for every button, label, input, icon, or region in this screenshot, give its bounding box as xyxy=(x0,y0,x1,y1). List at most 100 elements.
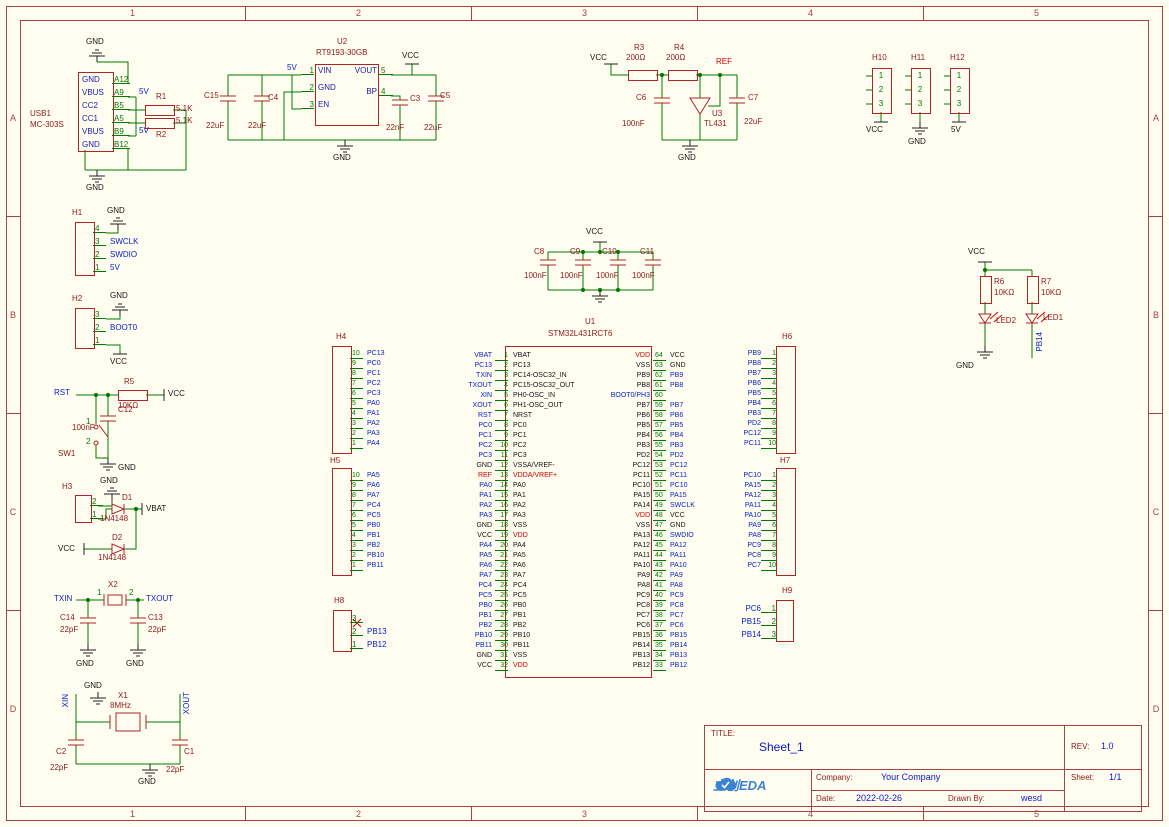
u1-pin-row[interactable]: PB10 29 PB10 xyxy=(446,631,636,641)
header-pin-row[interactable]: PC9 8 xyxy=(728,541,776,551)
h12-body[interactable] xyxy=(950,68,970,114)
sheet-title[interactable]: Sheet_1 xyxy=(759,740,804,754)
u1-pin-row[interactable]: PB6 58 PB6 xyxy=(519,411,724,421)
header-pin-row[interactable]: PC10 1 xyxy=(728,471,776,481)
header-pin-row[interactable]: 3 xyxy=(950,96,968,110)
u1-pin-row[interactable]: PB14 35 PB14 xyxy=(519,641,724,651)
header-pin-row[interactable]: 3 SWCLK xyxy=(93,235,138,248)
h6-body[interactable] xyxy=(776,346,796,454)
u1-pin-row[interactable]: VCC 32 VDD xyxy=(446,661,636,671)
u1-pin-row[interactable]: PC13 2 PC13 xyxy=(446,361,636,371)
header-pin-row[interactable]: 2 xyxy=(950,82,968,96)
header-pin-row[interactable]: PC7 10 xyxy=(728,561,776,571)
u1-pin-row[interactable]: PB15 36 PB15 xyxy=(519,631,724,641)
header-pin-row[interactable]: PA15 2 xyxy=(728,481,776,491)
company-value[interactable]: Your Company xyxy=(881,772,941,782)
u1-pin-row[interactable]: PA14 49 SWCLK xyxy=(519,501,724,511)
u1-pin-row[interactable]: PA1 15 PA1 xyxy=(446,491,636,501)
header-pin-row[interactable]: 4 PA1 xyxy=(350,409,385,419)
header-pin-row[interactable]: PC8 9 xyxy=(728,551,776,561)
header-pin-row[interactable]: 4 PB1 xyxy=(350,531,384,541)
header-pin-row[interactable]: PB9 1 xyxy=(728,349,776,359)
header-pin-row[interactable]: 10 PA5 xyxy=(350,471,384,481)
u1-pin-row[interactable]: PB12 33 PB12 xyxy=(519,661,724,671)
header-pin-row[interactable]: 2 PB10 xyxy=(350,551,384,561)
u2-pin-row[interactable]: 1 VIN xyxy=(301,62,336,79)
r3-body[interactable] xyxy=(628,70,658,81)
u1-pin-row[interactable]: PC6 37 PC6 xyxy=(519,621,724,631)
header-pin-row[interactable]: PB7 3 xyxy=(728,369,776,379)
u1-pin-row[interactable]: PA2 16 PA2 xyxy=(446,501,636,511)
header-pin-row[interactable]: 2 SWDIO xyxy=(93,248,138,261)
usb-pin-row[interactable]: CC1 A5 xyxy=(80,112,130,125)
header-pin-row[interactable]: 1 xyxy=(93,334,137,347)
u1-pin-row[interactable]: PC5 25 PC5 xyxy=(446,591,636,601)
u1-pin-row[interactable]: PB0 26 PB0 xyxy=(446,601,636,611)
header-pin-row[interactable]: PB8 2 xyxy=(728,359,776,369)
h1-body[interactable] xyxy=(75,222,95,276)
u1-pin-row[interactable]: PC9 40 PC9 xyxy=(519,591,724,601)
r5-body[interactable] xyxy=(118,390,148,401)
u1-pin-row[interactable]: VDD 48 VCC xyxy=(519,511,724,521)
header-pin-row[interactable]: 5 PB0 xyxy=(350,521,384,531)
u1-pin-row[interactable]: PA9 42 PA9 xyxy=(519,571,724,581)
u2-pin-row[interactable]: BP 4 xyxy=(340,81,393,102)
header-pin-row[interactable]: 1 xyxy=(950,68,968,82)
header-pin-row[interactable]: PA8 7 xyxy=(728,531,776,541)
header-pin-row[interactable]: PB5 5 xyxy=(728,389,776,399)
u1-pin-row[interactable]: PA10 43 PA10 xyxy=(519,561,724,571)
header-pin-row[interactable]: 3 xyxy=(93,308,137,321)
u1-pin-row[interactable]: PA13 46 SWDIO xyxy=(519,531,724,541)
u1-pin-row[interactable]: GND 12 VSSA/VREF- xyxy=(446,461,636,471)
header-pin-row[interactable]: PA12 3 xyxy=(728,491,776,501)
header-pin-row[interactable]: PC6 1 xyxy=(728,602,776,615)
header-pin-row[interactable]: PB4 6 xyxy=(728,399,776,409)
header-pin-row[interactable]: 3 xyxy=(350,612,387,625)
u1-pin-row[interactable]: PC8 39 PC8 xyxy=(519,601,724,611)
header-pin-row[interactable]: 2 xyxy=(911,82,929,96)
h8-body[interactable] xyxy=(333,610,352,652)
usb-pin-row[interactable]: VBUS A9 xyxy=(80,86,130,99)
u1-pin-row[interactable]: VBAT 1 VBAT xyxy=(446,351,636,361)
header-pin-row[interactable]: 8 PC1 xyxy=(350,369,385,379)
date-value[interactable]: 2022-02-26 xyxy=(856,793,903,803)
r2-body[interactable] xyxy=(145,118,175,129)
header-pin-row[interactable]: 2 BOOT0 xyxy=(93,321,137,334)
u1-pin-row[interactable]: PC12 53 PC12 xyxy=(519,461,724,471)
header-pin-row[interactable]: 9 PA6 xyxy=(350,481,384,491)
header-pin-row[interactable]: 5 PA0 xyxy=(350,399,385,409)
u1-pin-row[interactable]: PB3 55 PB3 xyxy=(519,441,724,451)
h3-body[interactable] xyxy=(75,495,92,523)
drawn-by-value[interactable]: wesd xyxy=(1021,793,1043,803)
r7-body[interactable] xyxy=(1027,276,1039,304)
u1-pin-row[interactable]: PA0 14 PA0 xyxy=(446,481,636,491)
u1-pin-row[interactable]: PC11 52 PC11 xyxy=(519,471,724,481)
header-pin-row[interactable]: 2 xyxy=(872,82,890,96)
u1-pin-row[interactable]: PA4 20 PA4 xyxy=(446,541,636,551)
u1-pin-row[interactable]: PB11 30 PB11 xyxy=(446,641,636,651)
u1-pin-row[interactable]: PC10 51 PC10 xyxy=(519,481,724,491)
header-pin-row[interactable]: 2 PA3 xyxy=(350,429,385,439)
u1-pin-row[interactable]: PB8 61 PB8 xyxy=(519,381,724,391)
u1-pin-row[interactable]: VSS 63 GND xyxy=(519,361,724,371)
u2-pin-row[interactable]: VOUT 5 xyxy=(340,60,393,81)
u1-pin-row[interactable]: REF 13 VDDA/VREF+ xyxy=(446,471,636,481)
usb-pin-row[interactable]: GND A12 xyxy=(80,73,130,86)
header-pin-row[interactable]: PB3 7 xyxy=(728,409,776,419)
h7-body[interactable] xyxy=(776,468,796,576)
u1-pin-row[interactable]: PC1 9 PC1 xyxy=(446,431,636,441)
u1-body[interactable] xyxy=(505,346,652,678)
header-pin-row[interactable]: 3 xyxy=(911,96,929,110)
u2-pin-row[interactable]: 3 EN xyxy=(301,96,336,113)
header-pin-row[interactable]: PC11 10 xyxy=(728,439,776,449)
u1-pin-row[interactable]: PA5 21 PA5 xyxy=(446,551,636,561)
u1-pin-row[interactable]: XOUT 6 PH1-OSC_OUT xyxy=(446,401,636,411)
header-pin-row[interactable]: 2 xyxy=(90,495,103,508)
header-pin-row[interactable]: 1 xyxy=(90,508,103,521)
u1-pin-row[interactable]: PB9 62 PB9 xyxy=(519,371,724,381)
u1-pin-row[interactable]: PA11 44 PA11 xyxy=(519,551,724,561)
u1-pin-row[interactable]: PC3 11 PC3 xyxy=(446,451,636,461)
header-pin-row[interactable]: PA10 5 xyxy=(728,511,776,521)
u1-pin-row[interactable]: GND 31 VSS xyxy=(446,651,636,661)
u2-body[interactable] xyxy=(315,64,379,126)
